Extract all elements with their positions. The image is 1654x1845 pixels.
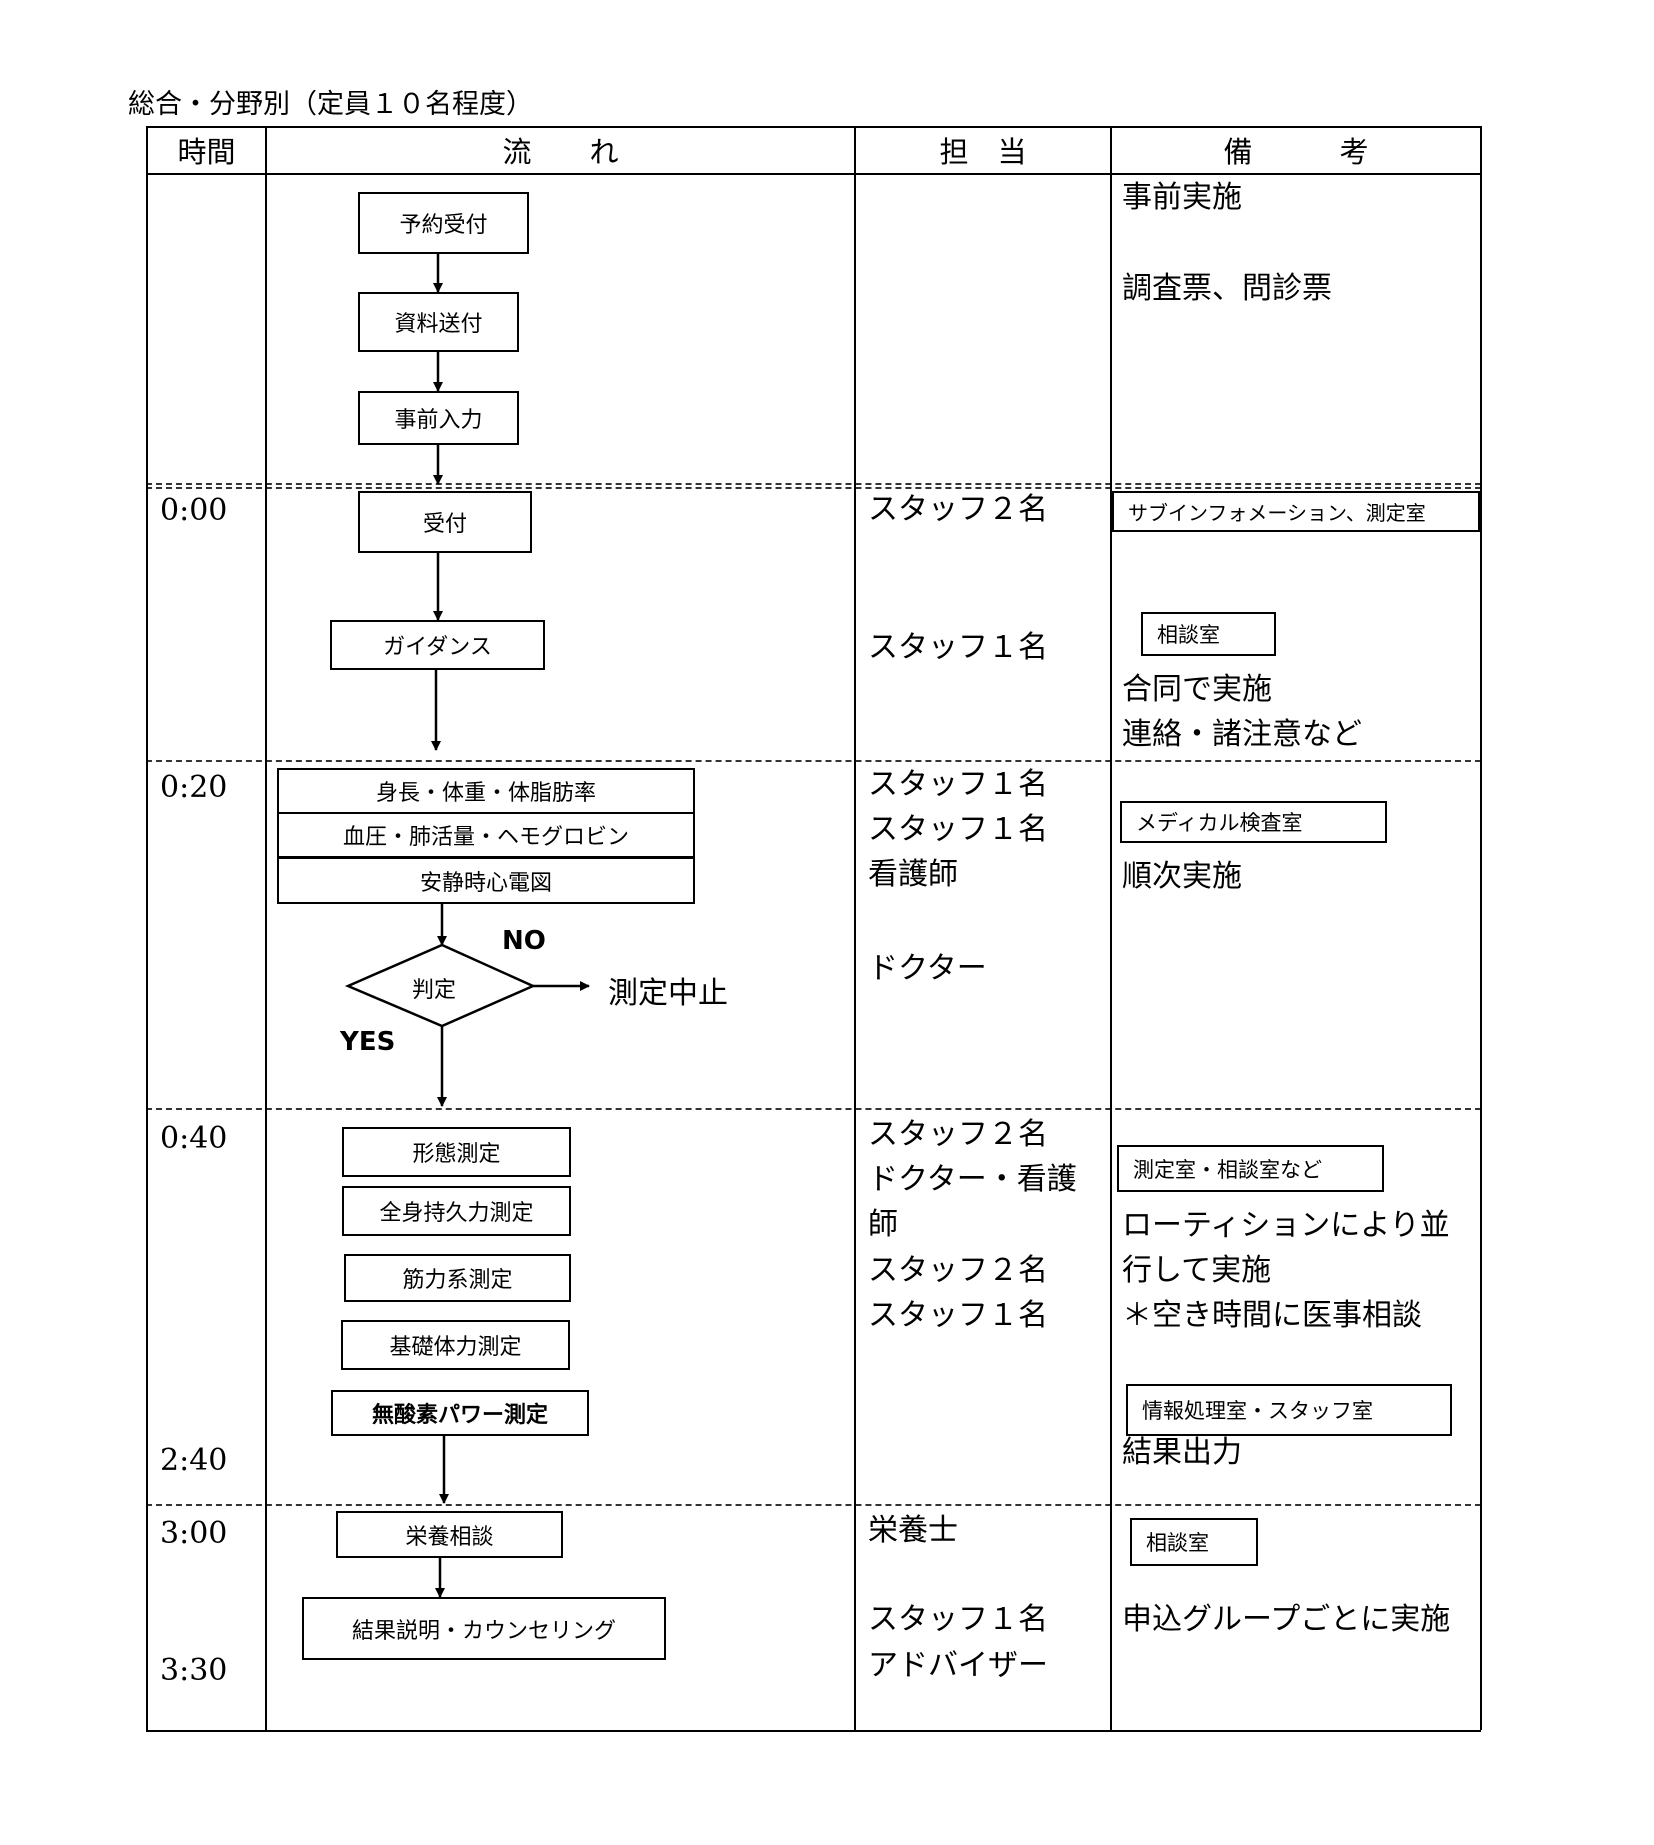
staff-entry: ドクター・看護 [868,1162,1077,1197]
room-label-consultation: 相談室 [1141,612,1276,656]
flow-step-pre-input: 事前入力 [358,391,519,445]
decision-diamond [344,943,537,1028]
note-text: 申込グループごとに実施 [1122,1602,1451,1637]
table-right-border [1480,126,1482,1730]
note-text: 結果出力 [1122,1435,1242,1470]
flow-step-ecg: 安静時心電図 [277,857,695,904]
flow-step-strength: 筋力系測定 [344,1254,571,1302]
flow-step-send-materials: 資料送付 [358,292,519,352]
flow-step-guidance: ガイダンス [330,620,545,670]
note-text: 調査票、問診票 [1122,271,1332,306]
flow-step-reservation: 予約受付 [358,192,529,254]
section-divider [146,760,1481,762]
time-label: 0:20 [160,770,228,805]
staff-entry: スタッフ２名 [868,492,1048,527]
page-caption: 総合・分野別（定員１０名程度） [128,89,533,120]
flow-step-anaerobic-power: 無酸素パワー測定 [331,1390,589,1436]
note-text: ＊空き時間に医事相談 [1122,1298,1422,1333]
time-label: 2:40 [160,1443,228,1478]
header-staff: 担 当 [939,134,1027,169]
time-label: 3:00 [160,1516,228,1551]
room-label-medical: メディカル検査室 [1120,801,1387,843]
staff-entry: スタッフ１名 [868,812,1048,847]
flow-step-reception: 受付 [358,491,532,553]
note-text: 合同で実施 [1122,672,1272,707]
section-divider [146,483,1481,485]
note-text: 行して実施 [1122,1253,1272,1288]
section-divider [146,1504,1481,1506]
note-text: ローティションにより並 [1122,1208,1450,1243]
staff-entry: ドクター [868,951,987,986]
flow-step-nutrition-consult: 栄養相談 [336,1511,563,1558]
flow-step-endurance: 全身持久力測定 [342,1186,571,1236]
header-time: 時間 [177,134,236,169]
measurement-stop-text: 測定中止 [608,976,728,1011]
flow-step-height-weight: 身長・体重・体脂肪率 [277,768,695,814]
decision-yes-label: YES [340,1027,396,1057]
staff-entry: スタッフ１名 [868,1298,1048,1333]
note-text: 連絡・諸注意など [1122,717,1362,752]
staff-entry: スタッフ１名 [868,630,1048,665]
flow-step-basic-fitness: 基礎体力測定 [341,1320,570,1370]
flow-step-results-counseling: 結果説明・カウンセリング [302,1597,666,1660]
staff-entry: スタッフ１名 [868,767,1048,802]
section-divider [146,1108,1481,1110]
column-divider [854,126,856,1730]
note-text: 事前実施 [1122,180,1242,215]
table-bottom-border [146,1730,1481,1732]
time-label: 0:40 [160,1121,228,1156]
column-divider [265,126,267,1730]
staff-entry: スタッフ２名 [868,1253,1048,1288]
table-left-border [146,126,148,1730]
flow-step-blood-pressure: 血圧・肺活量・ヘモグロビン [277,812,695,858]
staff-entry: 栄養士 [868,1513,958,1548]
column-divider [1110,126,1112,1730]
note-text: 順次実施 [1122,859,1242,894]
staff-entry: 看護師 [868,857,958,892]
section-divider [146,487,1481,489]
header-flow: 流 れ [502,134,619,169]
flow-step-morphology: 形態測定 [342,1127,571,1177]
time-label: 0:00 [160,493,228,528]
time-label: 3:30 [160,1653,228,1688]
staff-entry: アドバイザー [868,1648,1048,1683]
staff-entry: スタッフ１名 [868,1602,1048,1637]
staff-entry: スタッフ２名 [868,1117,1048,1152]
room-label-consultation: 相談室 [1130,1518,1258,1566]
room-label-measurement: 測定室・相談室など [1117,1145,1384,1192]
header-divider [146,173,1481,175]
staff-entry: 師 [868,1207,898,1242]
room-label-sub-info: サブインフォメーション、測定室 [1112,491,1480,532]
room-label-info-processing: 情報処理室・スタッフ室 [1126,1384,1452,1436]
table-top-border [146,126,1481,128]
header-notes: 備 考 [1223,134,1369,169]
decision-no-label: NO [502,926,546,956]
decision-label: 判定 [412,978,457,1003]
